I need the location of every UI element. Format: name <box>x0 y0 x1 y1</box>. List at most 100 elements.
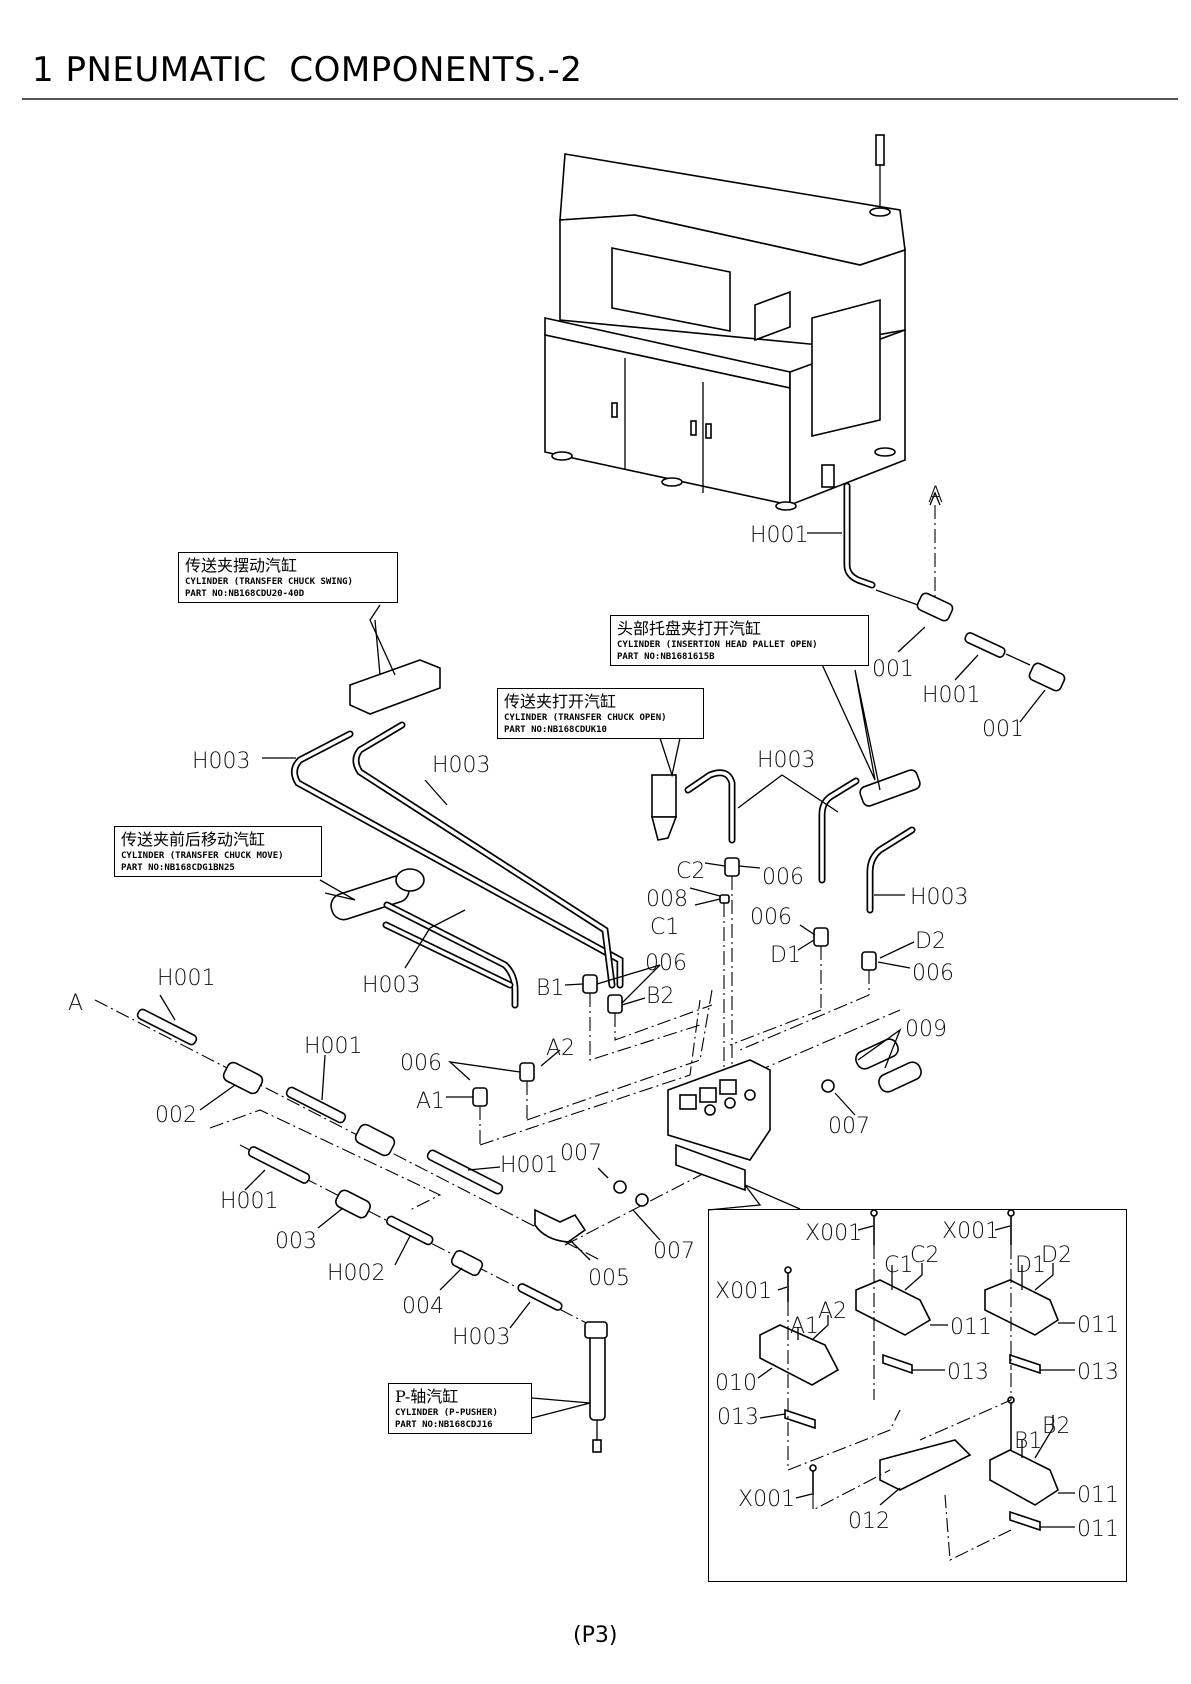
callout-leader-p-pusher <box>531 1397 591 1419</box>
detail-label-b2: B2 <box>1042 1414 1070 1439</box>
p-pusher-cylinder <box>584 1321 608 1453</box>
callout-cn-title: 传送夹前后移动汽缸 <box>121 830 266 849</box>
label-c1: C1 <box>650 915 679 940</box>
callout-part-number: PART NO:NB168CDU20-40D <box>185 589 305 599</box>
detail-label-013: 013 <box>947 1360 989 1385</box>
label-001: 001 <box>872 657 914 682</box>
label-b2: B2 <box>646 984 674 1009</box>
move-cylinder-group <box>330 868 519 1009</box>
detail-label-011: 011 <box>1077 1313 1119 1338</box>
callout-cn-title: 头部托盘夹打开汽缸 <box>617 619 762 638</box>
detail-label-013: 013 <box>717 1405 759 1430</box>
detail-label-x001: X001 <box>738 1487 795 1512</box>
callout-part-number: PART NO:NB168CDUK10 <box>504 725 607 735</box>
label-008: 008 <box>646 887 688 912</box>
label-h001: H001 <box>304 1034 363 1059</box>
label-006: 006 <box>912 961 954 986</box>
detail-label-012: 012 <box>848 1509 890 1534</box>
label-d1: D1 <box>770 943 801 968</box>
label-007: 007 <box>560 1141 602 1166</box>
supply-line-left <box>94 994 901 1331</box>
callout-p-pusher: P-轴汽缸 CYLINDER (P-PUSHER) PART NO:NB168C… <box>388 1383 532 1434</box>
swing-cylinder-group <box>262 619 624 989</box>
label-004: 004 <box>402 1294 444 1319</box>
label-001: 001 <box>982 717 1024 742</box>
callout-en-title: CYLINDER (TRANSFER CHUCK MOVE) <box>121 851 284 861</box>
callout-leader-pallet-open <box>819 659 881 791</box>
detail-label-a1: A1 <box>790 1314 819 1339</box>
label-a-left: A <box>68 991 83 1016</box>
callout-leader-chuck-open <box>659 737 681 778</box>
label-a-top: A <box>928 483 943 508</box>
detail-label-x001: X001 <box>805 1221 862 1246</box>
insertion-machine-illustration <box>544 134 906 511</box>
title-divider <box>22 98 1178 100</box>
label-007: 007 <box>653 1239 695 1264</box>
callout-transfer-chuck-swing: 传送夹摆动汽缸 CYLINDER (TRANSFER CHUCK SWING) … <box>178 552 398 603</box>
label-h001: H001 <box>922 683 981 708</box>
label-h001: H001 <box>157 966 216 991</box>
callout-en-title: CYLINDER (INSERTION HEAD PALLET OPEN) <box>617 640 818 650</box>
callout-cn-title: 传送夹打开汽缸 <box>504 692 617 711</box>
detail-label-011: 011 <box>1077 1517 1119 1542</box>
label-h002: H002 <box>327 1261 386 1286</box>
callout-cn-title: 传送夹摆动汽缸 <box>185 556 298 575</box>
detail-label-x001: X001 <box>715 1279 772 1304</box>
label-h003: H003 <box>192 749 251 774</box>
label-006: 006 <box>645 951 687 976</box>
detail-label-013: 013 <box>1077 1360 1119 1385</box>
valve-detail-frame <box>708 1209 1127 1582</box>
callout-transfer-chuck-open: 传送夹打开汽缸 CYLINDER (TRANSFER CHUCK OPEN) P… <box>497 688 704 739</box>
callout-en-title: CYLINDER (TRANSFER CHUCK SWING) <box>185 577 353 587</box>
label-006: 006 <box>750 905 792 930</box>
detail-label-c2: C2 <box>910 1243 939 1268</box>
chuck-open-cylinder-group <box>650 769 921 914</box>
label-007: 007 <box>828 1114 870 1139</box>
label-009: 009 <box>905 1017 947 1042</box>
label-h003: H003 <box>362 973 421 998</box>
label-h003: H003 <box>432 753 491 778</box>
detail-label-011: 011 <box>950 1315 992 1340</box>
callout-part-number: PART NO:NB1681615B <box>617 652 715 662</box>
label-c2: C2 <box>676 859 705 884</box>
label-h003: H003 <box>757 748 816 773</box>
callout-cn-title: P-轴汽缸 <box>395 1387 459 1406</box>
valve-manifold <box>597 1028 922 1241</box>
page-number: (P3) <box>573 1623 618 1648</box>
detail-label-d2: D2 <box>1041 1243 1072 1268</box>
label-003: 003 <box>275 1229 317 1254</box>
detail-leaders <box>757 1225 1075 1528</box>
label-b1: B1 <box>536 976 564 1001</box>
label-h001: H001 <box>500 1153 559 1178</box>
label-006: 006 <box>762 865 804 890</box>
label-d2: D2 <box>915 929 946 954</box>
detail-label-d1: D1 <box>1015 1253 1046 1278</box>
label-h001: H001 <box>220 1189 279 1214</box>
detail-label-011: 011 <box>1077 1483 1119 1508</box>
callout-part-number: PART NO:NB168CDJ16 <box>395 1420 493 1430</box>
callout-insertion-head-pallet-open: 头部托盘夹打开汽缸 CYLINDER (INSERTION HEAD PALLE… <box>610 615 869 666</box>
page-title: 1 PNEUMATIC COMPONENTS.-2 <box>32 50 583 90</box>
callout-leader-swing <box>369 604 396 676</box>
callout-transfer-chuck-move: 传送夹前后移动汽缸 CYLINDER (TRANSFER CHUCK MOVE)… <box>114 826 322 877</box>
callout-en-title: CYLINDER (P-PUSHER) <box>395 1408 498 1418</box>
label-h003: H003 <box>910 885 969 910</box>
detail-label-c1: C1 <box>884 1253 913 1278</box>
label-h001: H001 <box>750 523 809 548</box>
detail-label-010: 010 <box>715 1371 757 1396</box>
callout-part-number: PART NO:NB168CDG1BN25 <box>121 863 235 873</box>
label-h003: H003 <box>452 1325 511 1350</box>
label-005: 005 <box>588 1266 630 1291</box>
callout-leader-chuck-move <box>319 879 356 901</box>
valve-detail-illustration <box>759 1209 1059 1561</box>
supply-line-top <box>807 482 1066 723</box>
fittings-006 <box>446 857 915 1146</box>
label-a1: A1 <box>416 1089 445 1114</box>
detail-label-a2: A2 <box>818 1299 847 1324</box>
label-a2: A2 <box>546 1036 575 1061</box>
detail-label-x001: X001 <box>942 1219 999 1244</box>
callout-en-title: CYLINDER (TRANSFER CHUCK OPEN) <box>504 713 667 723</box>
label-002: 002 <box>155 1103 197 1128</box>
label-006: 006 <box>400 1051 442 1076</box>
